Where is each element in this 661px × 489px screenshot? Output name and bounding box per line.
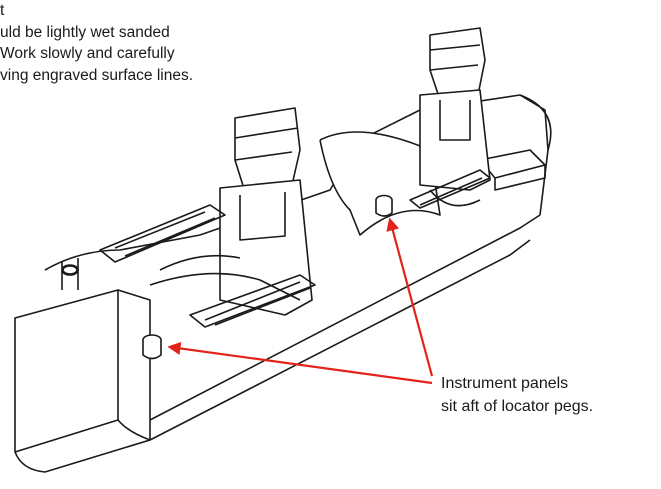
arrow-to-rear-peg [386,217,434,377]
sanding-note-line-2: uld be lightly wet sanded [0,23,170,41]
instrument-panel-callout: Instrument panels sit aft of locator peg… [441,372,593,418]
sanding-note-line-3: Work slowly and carefully [0,45,175,62]
sanding-note-line-4: ving engraved surface lines. [0,66,194,84]
sanding-note-line-1: t [0,2,5,19]
sanding-note: t uld be lightly wet sanded Work slowly … [0,0,300,86]
callout-line-1: Instrument panels [441,375,569,392]
arrow-to-front-peg [167,341,433,385]
callout-line-2: sit aft of locator pegs. [441,398,594,415]
callout-arrows [167,217,434,385]
cockpit-tub-drawing [14,27,552,473]
